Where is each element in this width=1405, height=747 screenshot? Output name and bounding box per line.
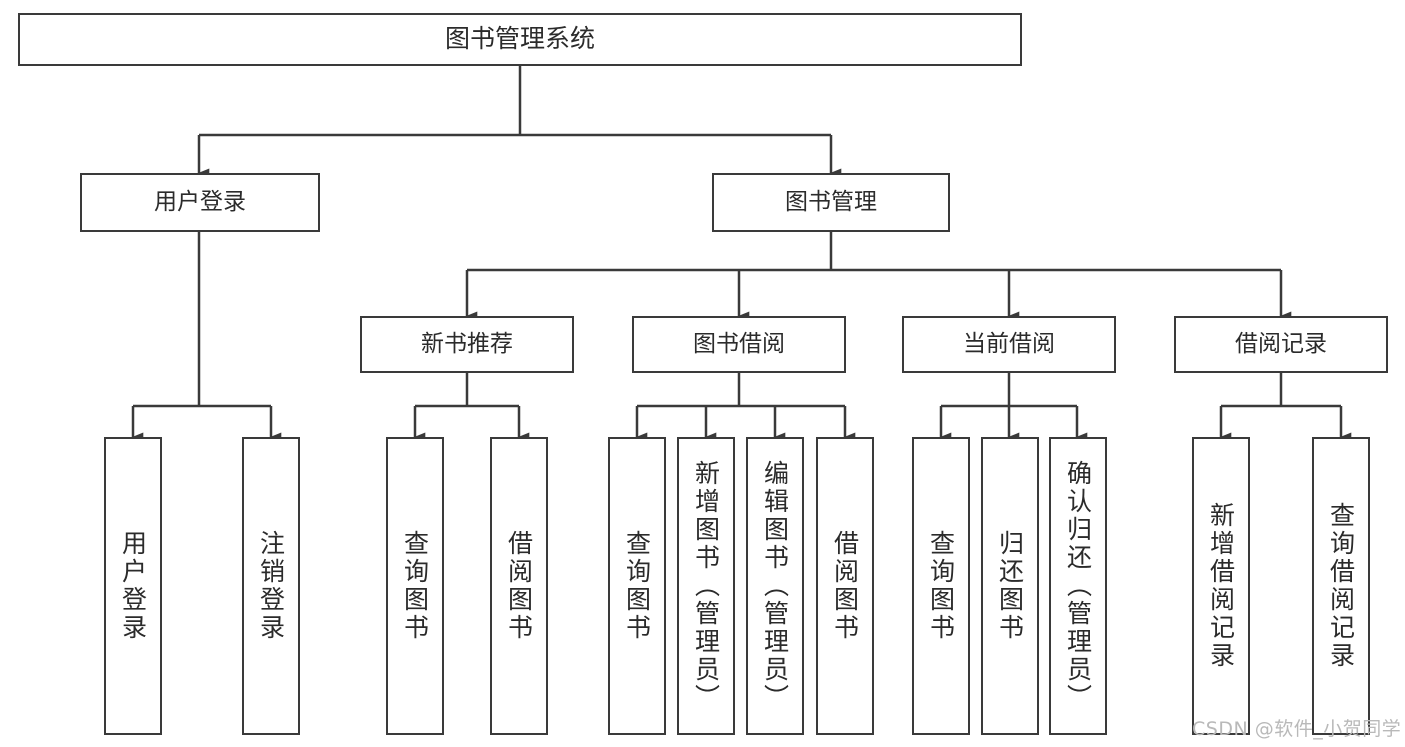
node-leaf-query-book-recommend[interactable]: 查询图书 <box>386 437 444 735</box>
node-label: 当前借阅 <box>963 331 1055 358</box>
node-label: 借阅记录 <box>1235 331 1327 358</box>
node-leaf-edit-book-admin[interactable]: 编辑图书（管理员） <box>746 437 804 735</box>
node-leaf-query-borrow-record[interactable]: 查询借阅记录 <box>1312 437 1370 735</box>
node-leaf-return-book[interactable]: 归还图书 <box>981 437 1039 735</box>
node-label: 用户登录 <box>154 189 246 216</box>
node-book-borrow[interactable]: 图书借阅 <box>632 316 846 373</box>
node-book-manage[interactable]: 图书管理 <box>712 173 950 232</box>
node-label: 图书借阅 <box>693 331 785 358</box>
node-user-login[interactable]: 用户登录 <box>80 173 320 232</box>
node-label: 借阅图书 <box>830 530 860 642</box>
node-label: 图书管理 <box>785 189 877 216</box>
node-label: 查询图书 <box>622 530 652 642</box>
node-label: 用户登录 <box>118 530 148 642</box>
node-label: 编辑图书（管理员） <box>760 460 790 712</box>
node-label: 新增图书（管理员） <box>691 460 721 712</box>
node-leaf-borrow-book-borrow[interactable]: 借阅图书 <box>816 437 874 735</box>
node-leaf-query-book-current[interactable]: 查询图书 <box>912 437 970 735</box>
node-leaf-borrow-book-recommend[interactable]: 借阅图书 <box>490 437 548 735</box>
node-label: 新增借阅记录 <box>1206 502 1236 670</box>
node-current-borrow[interactable]: 当前借阅 <box>902 316 1116 373</box>
node-new-book-recommend[interactable]: 新书推荐 <box>360 316 574 373</box>
node-label: 借阅图书 <box>504 530 534 642</box>
node-label: 查询图书 <box>400 530 430 642</box>
node-leaf-query-book-borrow[interactable]: 查询图书 <box>608 437 666 735</box>
node-label: 查询图书 <box>926 530 956 642</box>
node-label: 确认归还（管理员） <box>1063 460 1093 712</box>
node-label: 新书推荐 <box>421 331 513 358</box>
node-leaf-add-borrow-record[interactable]: 新增借阅记录 <box>1192 437 1250 735</box>
csdn-watermark: CSDN @软件_小贺同学 <box>1192 718 1402 740</box>
node-root-book-management-system[interactable]: 图书管理系统 <box>18 13 1022 66</box>
node-label: 查询借阅记录 <box>1326 502 1356 670</box>
node-leaf-user-login[interactable]: 用户登录 <box>104 437 162 735</box>
node-label: 图书管理系统 <box>444 24 595 54</box>
node-label: 归还图书 <box>995 530 1025 642</box>
node-label: 注销登录 <box>256 530 286 642</box>
node-leaf-add-book-admin[interactable]: 新增图书（管理员） <box>677 437 735 735</box>
node-borrow-record[interactable]: 借阅记录 <box>1174 316 1388 373</box>
node-leaf-logout-login[interactable]: 注销登录 <box>242 437 300 735</box>
node-leaf-confirm-return-admin[interactable]: 确认归还（管理员） <box>1049 437 1107 735</box>
